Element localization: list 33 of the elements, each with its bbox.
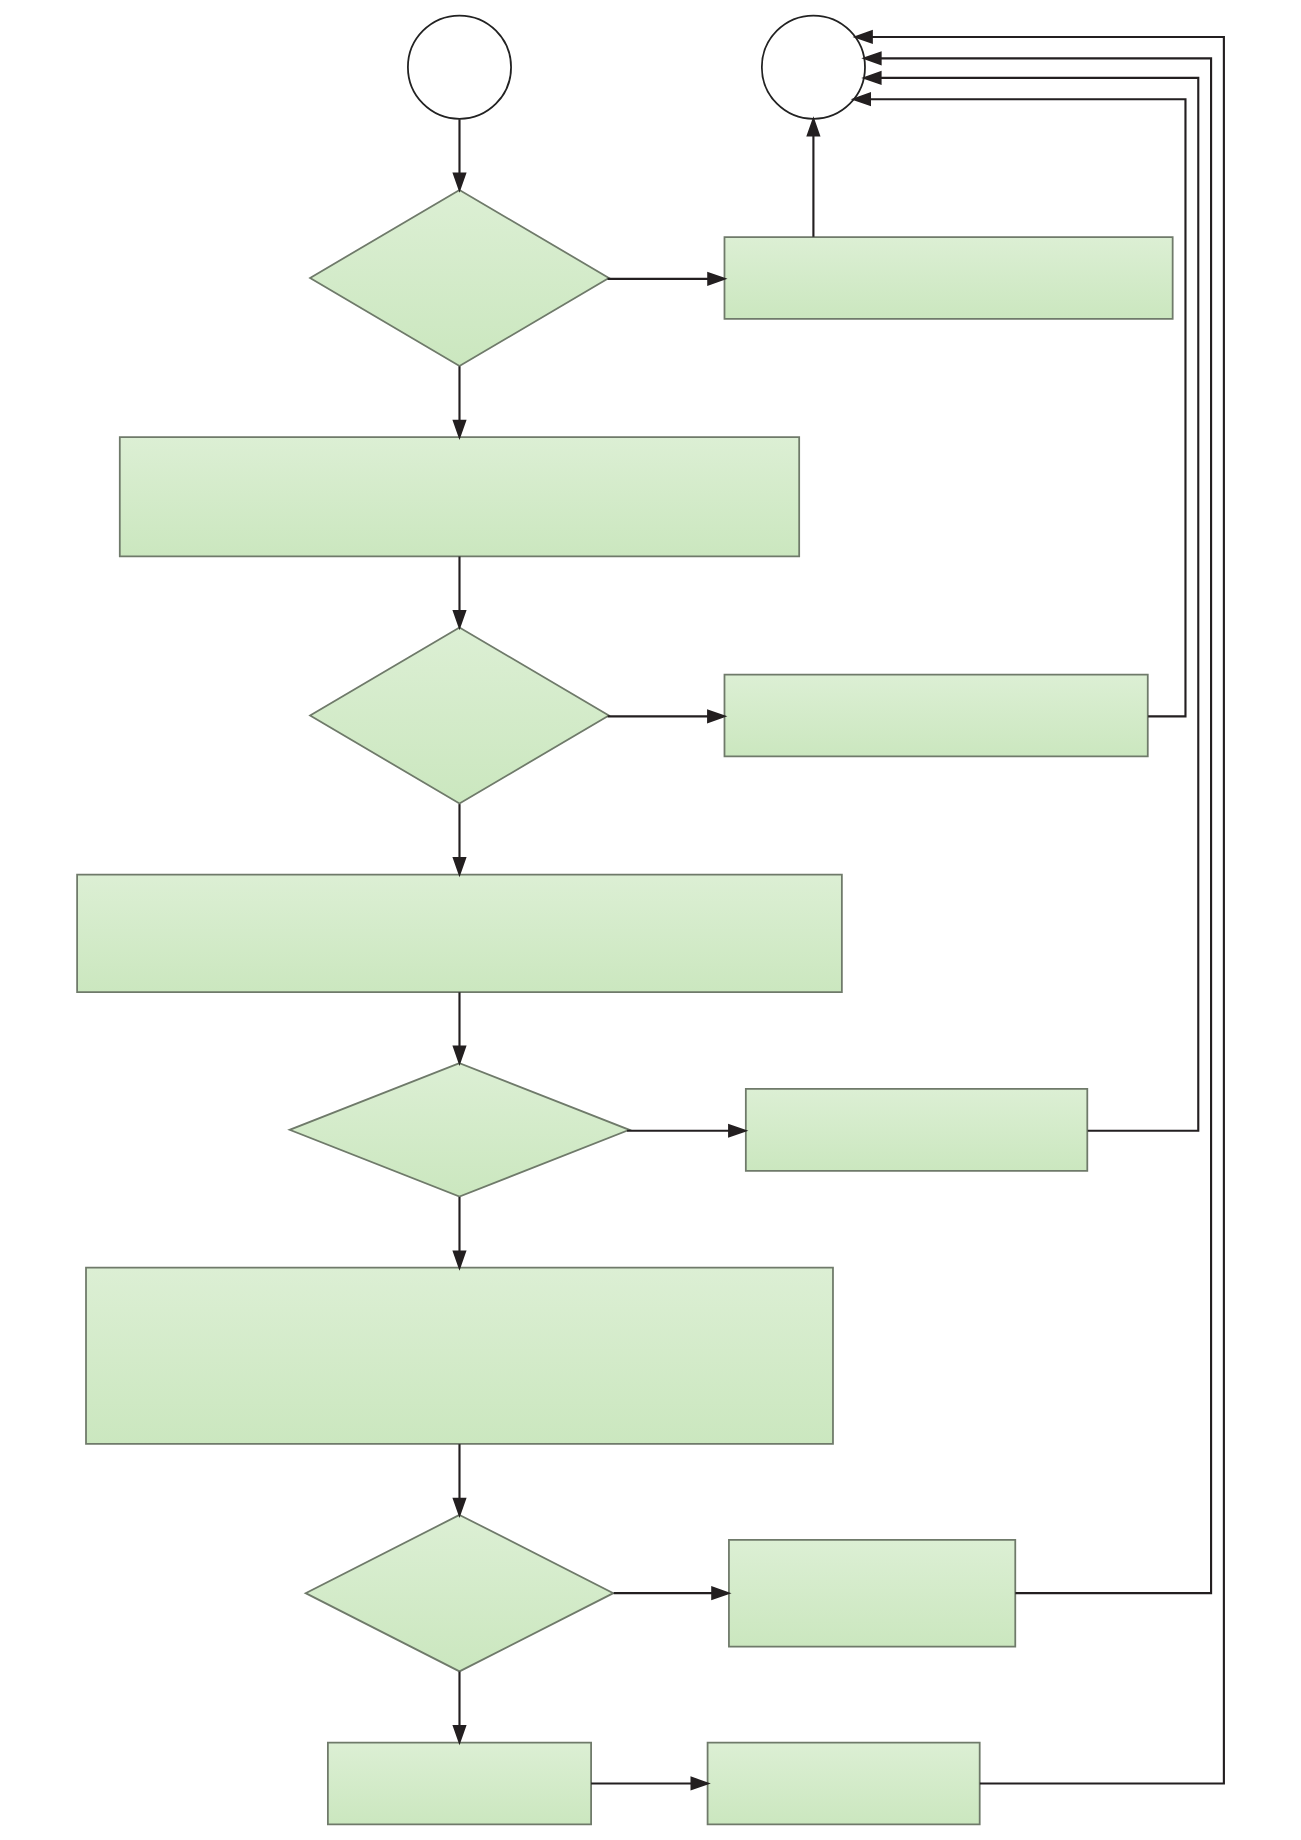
arrow <box>852 29 1225 1785</box>
arrow <box>607 709 728 724</box>
node-box <box>723 236 1174 320</box>
node-circle <box>760 14 866 120</box>
node-circle <box>407 14 512 120</box>
node-box <box>76 873 843 993</box>
node-box <box>118 436 801 558</box>
arrow <box>850 92 1187 718</box>
arrow <box>452 1197 467 1271</box>
node-box <box>744 1088 1089 1172</box>
arrow <box>452 119 467 193</box>
arrow <box>861 70 1200 1132</box>
arrow <box>627 1123 749 1138</box>
arrow <box>452 556 467 631</box>
node-box <box>327 1741 592 1826</box>
arrow <box>861 51 1213 1595</box>
node-box <box>728 1538 1017 1648</box>
arrow <box>452 366 467 441</box>
node-diamond <box>308 626 611 805</box>
arrow <box>806 116 821 237</box>
arrow <box>452 1671 467 1746</box>
arrow <box>607 271 728 286</box>
arrow <box>613 1586 732 1601</box>
arrow <box>452 804 467 878</box>
arrow <box>452 992 467 1066</box>
arrow <box>452 1444 467 1519</box>
node-box <box>85 1266 834 1445</box>
node-box <box>723 673 1149 758</box>
node-box <box>706 1741 981 1826</box>
node-diamond <box>303 1513 616 1673</box>
node-diamond <box>308 188 611 368</box>
node-diamond <box>287 1062 632 1198</box>
arrow <box>591 1776 711 1791</box>
